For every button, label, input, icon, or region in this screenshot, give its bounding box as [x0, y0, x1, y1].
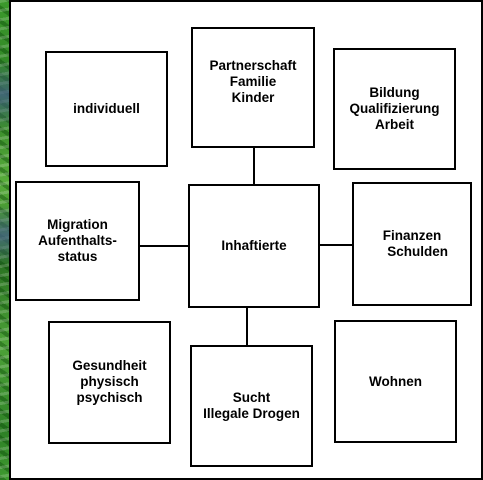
node-sucht: Sucht Illegale Drogen — [190, 345, 313, 467]
background-texture-strip — [0, 0, 9, 480]
node-individuell-label: individuell — [73, 101, 140, 116]
background-texture-accent — [0, 60, 9, 130]
node-finanzen: Finanzen Schulden — [352, 182, 472, 306]
connector-center-migration — [139, 245, 189, 247]
connector-center-partnerschaft — [253, 146, 255, 186]
node-finanzen-label: Finanzen Schulden — [382, 228, 448, 259]
node-center-label: Inhaftierte — [221, 238, 287, 253]
node-wohnen: Wohnen — [334, 320, 457, 443]
node-bildung-label: Bildung Qualifizierung Arbeit — [349, 85, 440, 132]
node-partnerschaft-label: Partnerschaft Familie Kinder — [209, 58, 297, 105]
node-center-inhaftierte: Inhaftierte — [188, 184, 320, 308]
background-texture-accent — [0, 205, 9, 265]
connector-center-finanzen — [318, 244, 354, 246]
node-migration: Migration Aufenthalts- status — [15, 181, 140, 301]
node-gesundheit-label: Gesundheit physisch psychisch — [72, 358, 147, 405]
node-wohnen-label: Wohnen — [369, 374, 422, 389]
node-bildung: Bildung Qualifizierung Arbeit — [333, 48, 456, 170]
node-migration-label: Migration Aufenthalts- status — [38, 217, 117, 264]
node-sucht-label: Sucht Illegale Drogen — [203, 390, 300, 421]
connector-center-sucht — [246, 306, 248, 348]
node-partnerschaft: Partnerschaft Familie Kinder — [191, 27, 315, 148]
node-gesundheit: Gesundheit physisch psychisch — [48, 321, 171, 444]
node-individuell: individuell — [45, 51, 168, 167]
